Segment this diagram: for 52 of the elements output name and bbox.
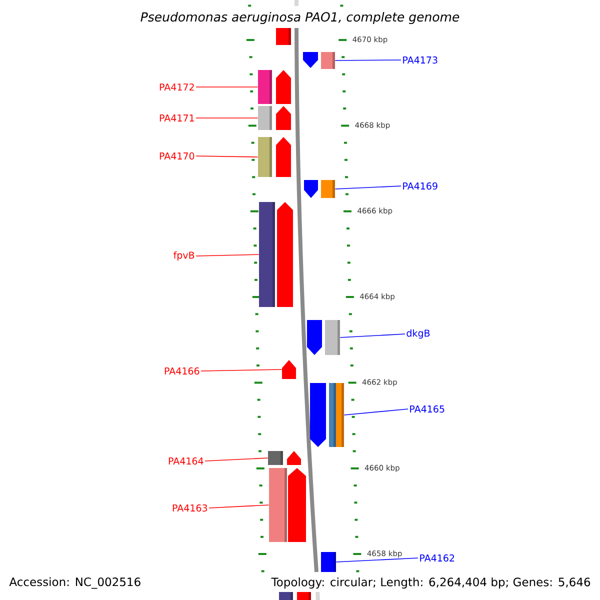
gene-label: PA4163 [172, 504, 208, 512]
gene-bar [258, 106, 272, 130]
leader-line [196, 156, 258, 158]
gene-label: PA4166 [164, 367, 200, 375]
gene-bar [336, 383, 344, 447]
gene-label: PA4164 [168, 457, 204, 465]
leader-line [208, 504, 270, 508]
leader-line [196, 254, 260, 256]
leader-line [200, 369, 282, 372]
gene-bar [325, 320, 340, 355]
leader-line [344, 408, 408, 416]
gene-block [288, 468, 306, 542]
leader-line [336, 558, 418, 562]
gene-block [287, 451, 301, 465]
gene-label: dkgB [406, 329, 430, 339]
gene-block [276, 137, 291, 177]
gene-label: fpvB [174, 251, 194, 261]
gene-bar [321, 180, 335, 198]
gene-bar [268, 451, 283, 465]
gene-label: PA4169 [403, 182, 438, 190]
gene-bar [258, 70, 272, 104]
gene-bar [329, 383, 336, 447]
gene-label: PA4171 [160, 114, 194, 122]
gene-bar [279, 592, 293, 600]
leader-line [334, 186, 402, 190]
gene-block [307, 320, 322, 355]
gene-label: PA4162 [420, 554, 454, 562]
gene-label: PA4165 [410, 405, 444, 413]
gene-bar [276, 28, 291, 45]
gene-block [304, 180, 318, 198]
gene-bar [297, 592, 311, 600]
gene-block [303, 52, 318, 68]
gene-label: PA4172 [160, 83, 194, 91]
footer-text: Topology: circular; Length: 6,264,404 bp; Genes: 5,646 [271, 577, 590, 589]
gene-block [277, 202, 293, 307]
gene-block [276, 70, 291, 104]
gene-bar [321, 52, 335, 69]
leader-line [204, 458, 268, 462]
gene-bar [258, 137, 272, 177]
gene-label: PA4170 [160, 152, 194, 160]
gene-bar [259, 202, 275, 307]
footer-text: Accession: NC_002516 [9, 577, 140, 589]
leader-line [334, 60, 402, 61]
gene-block [310, 383, 326, 447]
gene-bar [269, 468, 287, 542]
leader-line [340, 334, 406, 338]
title: Pseudomonas aeruginosa PAO1, complete genome [140, 12, 460, 24]
gene-block [276, 106, 291, 130]
leader-line [196, 86, 258, 88]
gene-label: PA4173 [403, 56, 438, 64]
gene-bar [321, 552, 336, 572]
gene-block [282, 360, 296, 379]
